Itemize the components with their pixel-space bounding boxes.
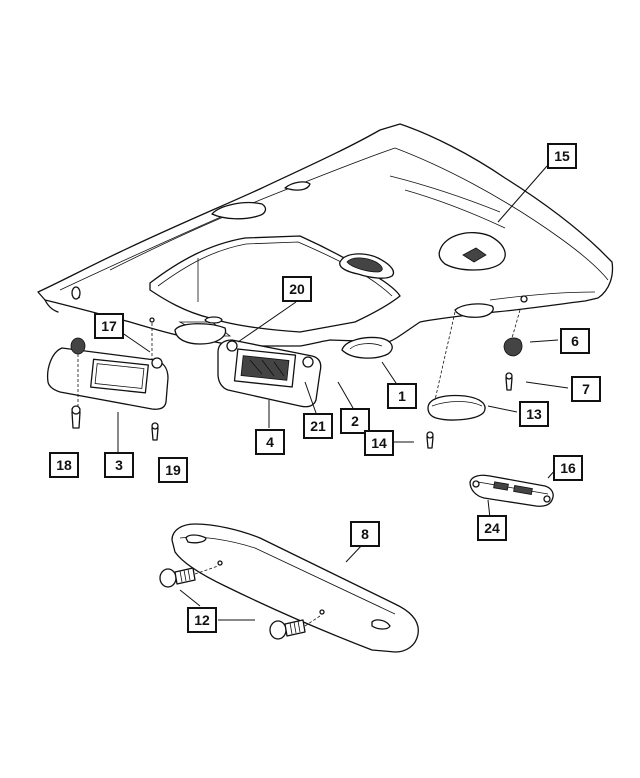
screw-12-upper [159, 565, 219, 588]
callout-20: 20 [282, 276, 312, 302]
screw-18 [71, 405, 81, 429]
callout-8: 8 [350, 521, 380, 547]
callout-21: 21 [303, 413, 333, 439]
reading-lamp [427, 311, 486, 421]
callout-3: 3 [104, 452, 134, 478]
coat-hook [503, 309, 523, 357]
callout-12: 12 [187, 607, 217, 633]
callout-13: 13 [519, 401, 549, 427]
sun-visor-right [217, 339, 322, 408]
callout-2: 2 [340, 408, 370, 434]
callout-15: 15 [547, 143, 577, 169]
callout-14: 14 [364, 430, 394, 456]
callout-19: 19 [158, 457, 188, 483]
sun-visor-left [46, 317, 169, 410]
callout-7: 7 [571, 376, 601, 402]
callout-17: 17 [94, 313, 124, 339]
screw-12-lower [269, 615, 321, 640]
overhead-console [469, 474, 554, 507]
callout-16: 16 [553, 455, 583, 481]
callout-1: 1 [387, 383, 417, 409]
assist-handle [171, 523, 419, 653]
screw-7 [505, 372, 513, 391]
callout-24: 24 [477, 515, 507, 541]
screw-14 [426, 431, 434, 449]
screw-19 [151, 422, 159, 441]
callout-6: 6 [560, 328, 590, 354]
callout-4: 4 [255, 429, 285, 455]
callout-18: 18 [49, 452, 79, 478]
headliner-panel [37, 123, 614, 359]
